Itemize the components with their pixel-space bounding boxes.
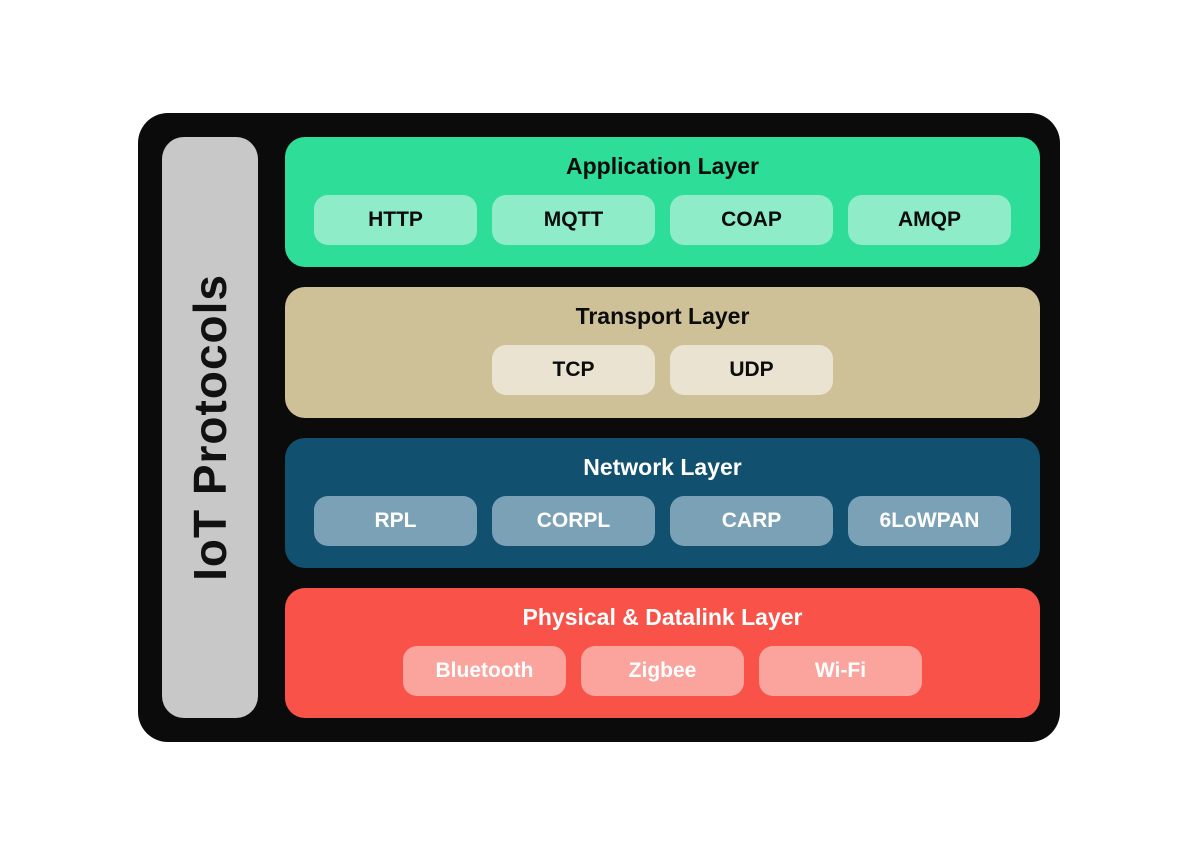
layer-application: Application Layer HTTP MQTT COAP AMQP (285, 137, 1040, 268)
layer-physical-datalink: Physical & Datalink Layer Bluetooth Zigb… (285, 587, 1040, 718)
protocol-chip-rpl: RPL (314, 495, 477, 546)
protocol-chip-http: HTTP (314, 195, 477, 246)
protocol-chip-amqp: AMQP (848, 195, 1011, 246)
protocol-chip-tcp: TCP (492, 345, 655, 396)
layer-network: Network Layer RPL CORPL CARP 6LoWPAN (285, 437, 1040, 568)
protocol-chip-corpl: CORPL (492, 495, 655, 546)
protocol-chip-wifi: Wi-Fi (759, 645, 922, 696)
physical-chips-row: Bluetooth Zigbee Wi-Fi (403, 645, 922, 696)
network-chips-row: RPL CORPL CARP 6LoWPAN (314, 495, 1011, 546)
protocol-chip-mqtt: MQTT (492, 195, 655, 246)
layer-transport-title: Transport Layer (575, 303, 750, 330)
protocol-chip-6lowpan: 6LoWPAN (848, 495, 1011, 546)
layer-network-title: Network Layer (583, 453, 742, 480)
application-chips-row: HTTP MQTT COAP AMQP (314, 195, 1011, 246)
sidebar-title-bar: IoT Protocols (162, 137, 258, 718)
iot-protocols-board: IoT Protocols Application Layer HTTP MQT… (138, 113, 1060, 742)
layers-stack: Application Layer HTTP MQTT COAP AMQP Tr… (285, 137, 1040, 718)
protocol-chip-coap: COAP (670, 195, 833, 246)
protocol-chip-carp: CARP (670, 495, 833, 546)
transport-chips-row: TCP UDP (492, 345, 833, 396)
layer-application-title: Application Layer (566, 153, 759, 180)
layer-physical-datalink-title: Physical & Datalink Layer (522, 603, 803, 630)
diagram-title: IoT Protocols (184, 274, 236, 581)
protocol-chip-bluetooth: Bluetooth (403, 645, 566, 696)
layer-transport: Transport Layer TCP UDP (285, 287, 1040, 418)
protocol-chip-zigbee: Zigbee (581, 645, 744, 696)
protocol-chip-udp: UDP (670, 345, 833, 396)
